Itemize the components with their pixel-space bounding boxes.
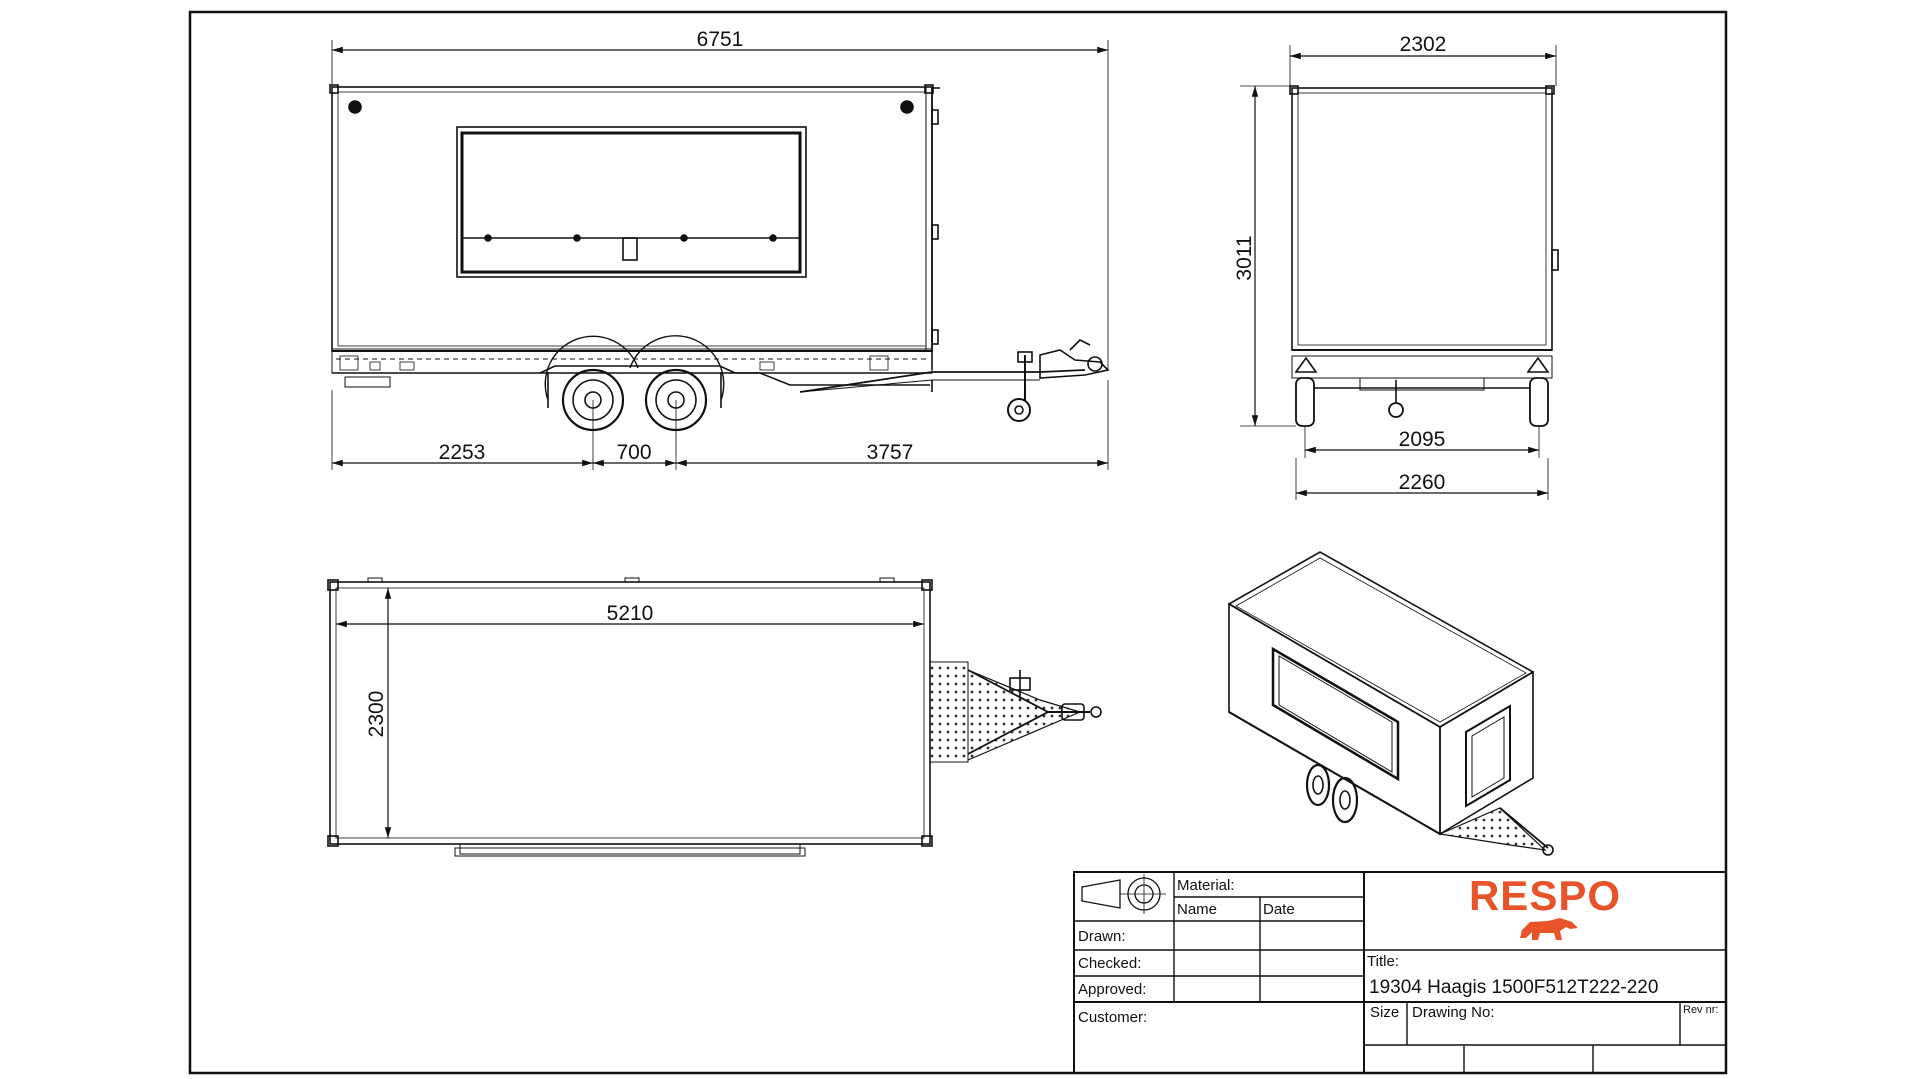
logo-animal-icon bbox=[1520, 918, 1578, 940]
title-label: Title: bbox=[1367, 953, 1399, 970]
side-view bbox=[329, 84, 1110, 432]
material-label: Material: bbox=[1177, 877, 1235, 894]
dim-body-length: 5210 bbox=[607, 602, 654, 625]
customer-label: Customer: bbox=[1078, 1009, 1147, 1026]
dim-track-inner: 2095 bbox=[1399, 428, 1446, 451]
date-column-label: Date bbox=[1263, 901, 1295, 918]
dim-overall-length: 6751 bbox=[697, 28, 744, 51]
dim-axle-to-hitch: 3757 bbox=[867, 441, 914, 464]
top-view bbox=[327, 577, 1102, 857]
projection-symbol-icon bbox=[1081, 874, 1166, 914]
dim-axle-spacing: 700 bbox=[616, 441, 651, 464]
approved-label: Approved: bbox=[1078, 981, 1146, 998]
title-block: Material: Name Date Drawn: Checked: Appr… bbox=[1073, 871, 1727, 1074]
respo-logo: RESPO bbox=[1469, 872, 1621, 940]
rear-view bbox=[1289, 85, 1559, 427]
drawing-title: 19304 Haagis 1500F512T222-220 bbox=[1369, 977, 1658, 998]
drawing-no-label: Drawing No: bbox=[1412, 1004, 1495, 1021]
checked-label: Checked: bbox=[1078, 955, 1141, 972]
size-label: Size bbox=[1370, 1004, 1399, 1021]
logo-text: RESPO bbox=[1469, 872, 1621, 919]
dim-height: 3011 bbox=[1233, 235, 1256, 280]
name-column-label: Name bbox=[1177, 901, 1217, 918]
dim-front-to-axle: 2253 bbox=[439, 441, 486, 464]
dim-rear-width: 2302 bbox=[1400, 33, 1447, 56]
dimension-labels: 6751 2302 3011 2253 700 3757 2095 2260 5… bbox=[365, 28, 1446, 737]
dimension-lines bbox=[331, 40, 1557, 838]
dim-body-width: 2300 bbox=[365, 691, 388, 738]
sheet-border bbox=[188, 10, 1728, 1075]
isometric-view bbox=[1227, 551, 1554, 856]
rev-label: Rev nr: bbox=[1683, 1004, 1718, 1016]
dim-track-outer: 2260 bbox=[1399, 471, 1446, 494]
drawn-label: Drawn: bbox=[1078, 928, 1126, 945]
